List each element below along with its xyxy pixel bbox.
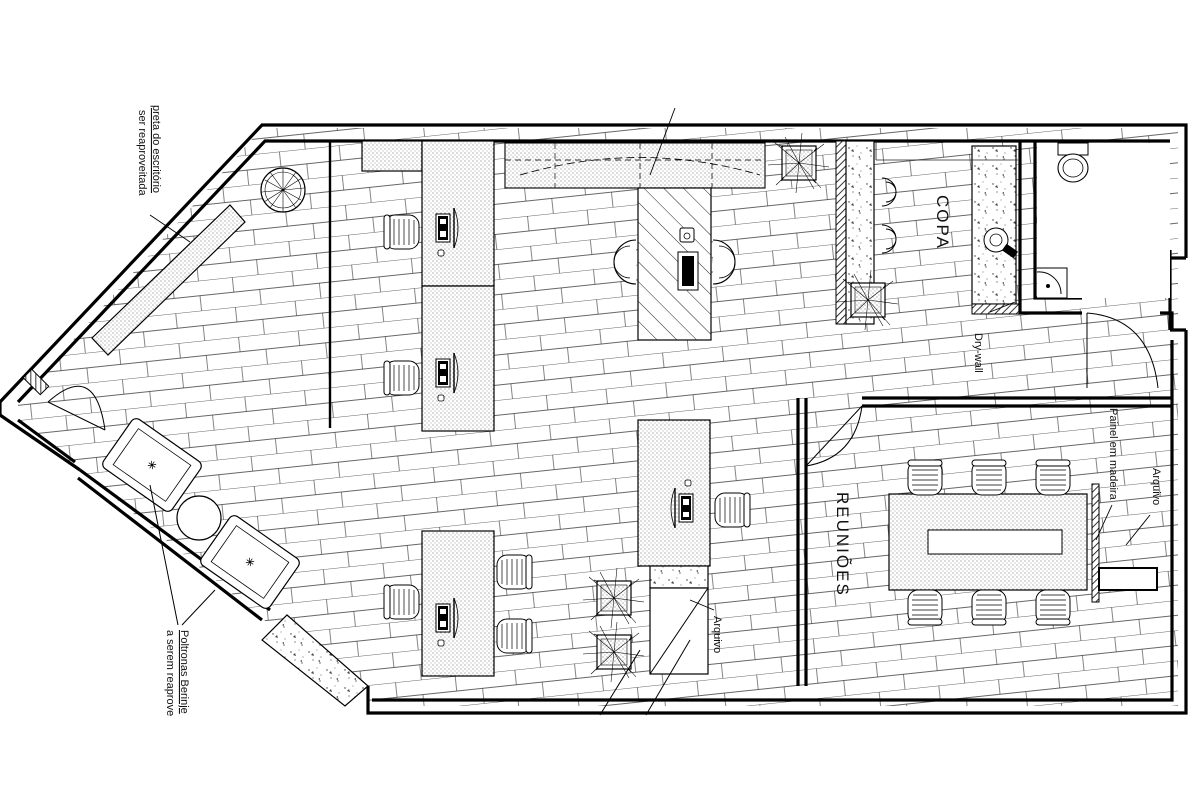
copa-sink (983, 227, 1019, 259)
bathroom-door-swing (1086, 312, 1159, 389)
meeting-archive (1098, 567, 1158, 591)
island-stool-left (613, 239, 637, 285)
lower-stone-block (261, 614, 369, 707)
wood-panel (1091, 483, 1100, 603)
meeting-table (888, 493, 1088, 591)
central-island (637, 187, 712, 341)
workstation-2 (383, 285, 495, 432)
svg-text:ser reaproveitada: ser reaproveitada (136, 110, 148, 196)
svg-text:preta do escritório: preta do escritório (150, 105, 162, 193)
top-bench (91, 204, 246, 356)
painel-label: Painel em madeira (1107, 408, 1119, 501)
arquivo-leader (1125, 514, 1151, 546)
right-wall-jamb (1160, 256, 1186, 332)
workstation-3 (637, 419, 751, 567)
armchair-2 (200, 515, 300, 609)
bottom-leaders (599, 639, 691, 716)
armchair-leader (149, 484, 216, 626)
top-storage-units (504, 142, 766, 189)
arquivo-mid-leader (689, 599, 715, 611)
workstation-4 (383, 530, 533, 677)
meeting-chairs-top (907, 459, 1071, 496)
workstation-1 (383, 140, 495, 287)
round-planter (260, 167, 306, 213)
toilet (1057, 142, 1089, 183)
mid-stone-cap (649, 565, 709, 589)
drywall-label: Dry-wall (972, 333, 984, 373)
arquivo-mid-label: Arquivo (711, 616, 723, 653)
svg-text:a serem reaprove: a serem reaprove (164, 630, 176, 716)
copa-stool-1 (881, 177, 897, 207)
top-leader (649, 107, 676, 176)
meeting-chairs-bottom (907, 589, 1071, 626)
top-cabinet (361, 140, 423, 172)
meeting-wall (796, 396, 1172, 686)
island-stool-right (712, 239, 736, 285)
outer-wall (0, 123, 1188, 715)
drywall-piece (971, 303, 1021, 315)
copa-label: COPA (933, 195, 952, 250)
svg-text:Poltronas Berinje: Poltronas Berinje (178, 630, 190, 714)
angled-wall-lower (0, 402, 81, 472)
top-note-leader (149, 214, 191, 243)
copa-sink-counter (971, 145, 1017, 305)
copa-wall-hatched (835, 140, 847, 325)
mid-archive-diagonal (649, 587, 709, 675)
armchair-note: Poltronas Berinje a serem reaprove (164, 630, 190, 716)
armchair-1 (102, 418, 202, 512)
top-note: preta do escritório ser reaproveitada (136, 105, 162, 196)
drywall-leader (989, 301, 1016, 313)
side-table-round (176, 495, 222, 541)
meeting-door-swing (805, 405, 863, 467)
wall-shelf (22, 368, 50, 396)
reunioes-label: REUNIÕES (833, 492, 852, 597)
copa-counter-outline (875, 141, 1018, 161)
entry-door-swing (47, 385, 106, 431)
copa-stool-2 (881, 224, 897, 254)
bathroom-sink (1036, 267, 1068, 299)
arquivo-meeting-label: Arquivo (1150, 468, 1162, 505)
painel-leader (1095, 504, 1113, 541)
